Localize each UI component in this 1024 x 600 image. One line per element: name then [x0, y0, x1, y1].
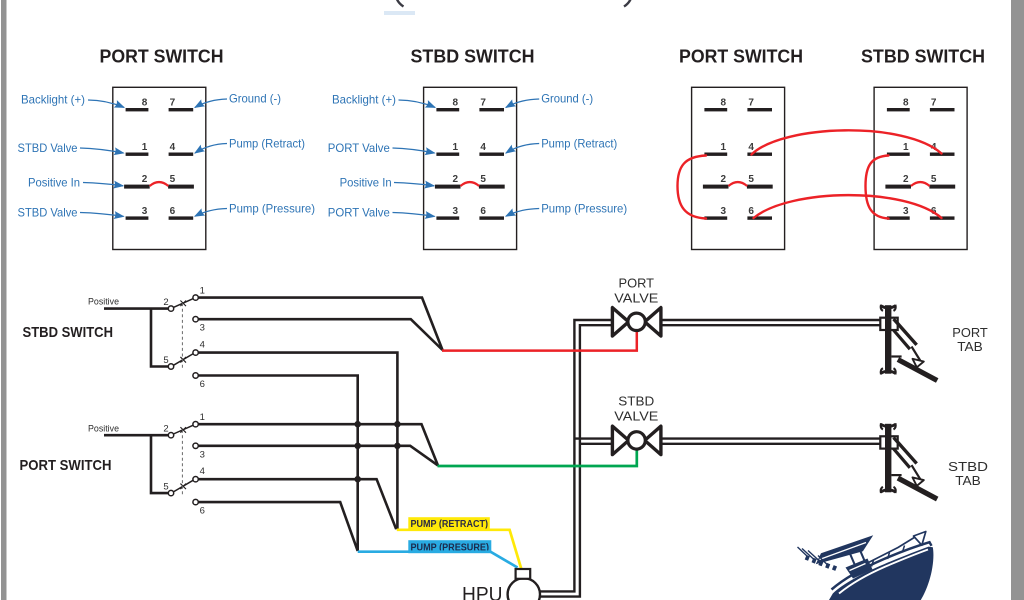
svg-text:STBD: STBD — [948, 459, 988, 474]
svg-text:Ground (-): Ground (-) — [541, 92, 593, 106]
svg-text:Positive: Positive — [88, 423, 119, 434]
svg-text:4: 4 — [200, 466, 205, 477]
svg-text:VALVE: VALVE — [614, 409, 658, 424]
svg-text:PORT Valve: PORT Valve — [328, 205, 390, 219]
svg-text:STBD SWITCH: STBD SWITCH — [411, 46, 535, 67]
svg-text:1: 1 — [200, 286, 205, 297]
svg-text:5: 5 — [163, 355, 168, 366]
svg-text:Positive In: Positive In — [340, 175, 392, 189]
svg-text:5: 5 — [170, 174, 176, 185]
svg-text:1: 1 — [142, 142, 148, 153]
svg-text:PUMP (PRESURE): PUMP (PRESURE) — [411, 543, 490, 554]
svg-text:PORT SWITCH: PORT SWITCH — [20, 458, 112, 474]
svg-text:3: 3 — [142, 206, 148, 217]
svg-text:PORT SWITCH: PORT SWITCH — [100, 46, 224, 67]
svg-text:Backlight (+): Backlight (+) — [21, 93, 85, 107]
svg-text:PORT SWITCH: PORT SWITCH — [679, 46, 803, 67]
svg-text:STBD: STBD — [618, 393, 654, 408]
svg-text:STBD SWITCH: STBD SWITCH — [23, 325, 114, 341]
svg-text:6: 6 — [748, 206, 754, 217]
svg-text:7: 7 — [748, 98, 754, 109]
svg-text:Pump (Pressure): Pump (Pressure) — [229, 201, 315, 215]
svg-text:PORT Valve: PORT Valve — [328, 141, 390, 155]
svg-text:1: 1 — [200, 412, 205, 423]
svg-text:2: 2 — [721, 174, 727, 185]
svg-text:TAB: TAB — [955, 473, 981, 488]
svg-text:6: 6 — [200, 379, 205, 390]
svg-text:1: 1 — [903, 142, 909, 153]
svg-text:8: 8 — [721, 98, 727, 109]
svg-text:6: 6 — [170, 206, 176, 217]
svg-text:Ground (-): Ground (-) — [229, 92, 281, 106]
svg-text:3: 3 — [200, 449, 205, 460]
svg-text:TAB: TAB — [957, 339, 983, 354]
svg-text:4: 4 — [200, 340, 205, 351]
svg-text:Pump (Retract): Pump (Retract) — [541, 137, 617, 151]
svg-text:4: 4 — [480, 142, 486, 153]
svg-text:4: 4 — [748, 142, 754, 153]
svg-text:STBD SWITCH: STBD SWITCH — [861, 46, 985, 67]
svg-text:STBD Valve: STBD Valve — [18, 141, 78, 155]
svg-text:PORT: PORT — [619, 275, 655, 290]
svg-text:4: 4 — [170, 142, 176, 153]
svg-text:6: 6 — [200, 506, 205, 517]
svg-text:HPU: HPU — [462, 584, 503, 600]
svg-text:8: 8 — [453, 98, 459, 109]
svg-text:5: 5 — [931, 174, 937, 185]
svg-text:PORT: PORT — [952, 325, 988, 340]
svg-text:2: 2 — [163, 424, 168, 435]
svg-text:2: 2 — [453, 174, 459, 185]
svg-text:Backlight (+): Backlight (+) — [332, 93, 396, 107]
svg-text:3: 3 — [200, 323, 205, 334]
svg-text:1: 1 — [453, 142, 459, 153]
svg-text:3: 3 — [453, 206, 459, 217]
svg-text:5: 5 — [163, 482, 168, 493]
svg-text:2: 2 — [142, 174, 148, 185]
svg-text:STBD Valve: STBD Valve — [18, 205, 78, 219]
svg-text:8: 8 — [142, 98, 148, 109]
svg-text:1: 1 — [721, 142, 727, 153]
svg-text:3: 3 — [903, 206, 909, 217]
svg-text:3: 3 — [721, 206, 727, 217]
svg-text:8: 8 — [903, 98, 909, 109]
svg-text:2: 2 — [903, 174, 909, 185]
svg-text:5: 5 — [748, 174, 754, 185]
svg-text:6: 6 — [480, 206, 486, 217]
svg-text:2: 2 — [163, 297, 168, 308]
svg-text:5: 5 — [480, 174, 486, 185]
svg-text:7: 7 — [931, 98, 937, 109]
svg-text:Pump (Retract): Pump (Retract) — [229, 137, 305, 151]
svg-text:7: 7 — [480, 98, 486, 109]
svg-text:VALVE: VALVE — [614, 291, 658, 306]
svg-text:PUMP (RETRACT): PUMP (RETRACT) — [411, 519, 489, 530]
svg-text:Positive In: Positive In — [28, 175, 80, 189]
svg-text:7: 7 — [170, 98, 176, 109]
svg-text:Positive: Positive — [88, 297, 119, 308]
svg-text:Pump (Pressure): Pump (Pressure) — [541, 201, 627, 215]
